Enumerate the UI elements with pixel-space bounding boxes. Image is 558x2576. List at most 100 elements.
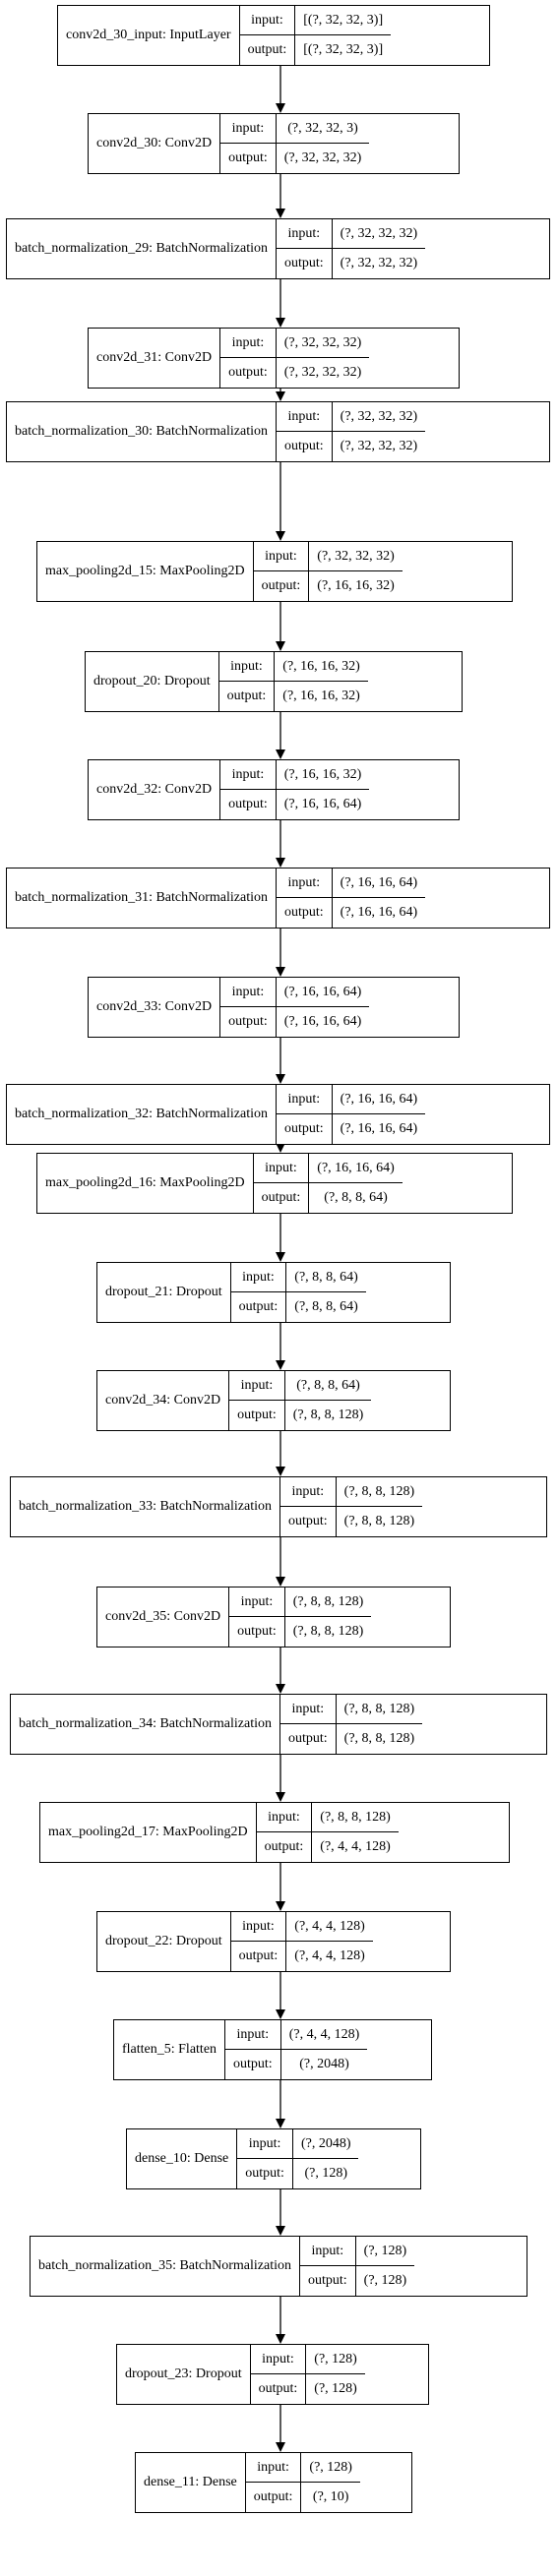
input-shape: [(?, 32, 32, 3)] [295,6,392,35]
arrowhead [276,2009,285,2019]
output-shape: (?, 10) [312,2489,349,2504]
output-shape: [(?, 32, 32, 3)] [303,42,384,57]
output-key: output: [251,2374,307,2404]
shape-table: input:(?, 8, 8, 64)output:(?, 8, 8, 128) [229,1371,372,1430]
output-shape: (?, 128) [314,2381,357,2396]
input-shape: (?, 8, 8, 128) [336,1695,423,1724]
output-key: output: [277,898,333,928]
input-shape: (?, 32, 32, 32) [309,542,403,571]
shape-table: input:(?, 8, 8, 128)output:(?, 4, 4, 128… [256,1803,399,1862]
shape-table: input:(?, 32, 32, 32)output:(?, 32, 32, … [276,402,426,461]
input-key: input: [253,542,310,571]
layer-name: dense_11: Dense [136,2453,246,2512]
input-key: input: [225,2020,281,2050]
shape-table: input:(?, 32, 32, 32)output:(?, 16, 16, … [253,542,403,601]
shape-table: input:(?, 2048)output:(?, 128) [237,2129,359,2188]
layer-name: conv2d_30_input: InputLayer [58,6,240,65]
output-shape: (?, 32, 32, 32) [340,439,418,453]
layer-name: batch_normalization_32: BatchNormalizati… [7,1085,277,1144]
layer-name: flatten_5: Flatten [114,2020,226,2079]
input-key: input: [276,1085,333,1114]
layer-name: conv2d_32: Conv2D [89,760,221,819]
input-key: input: [276,402,333,432]
arrowhead [276,1074,285,1084]
input-shape: (?, 16, 16, 32) [275,652,368,682]
output-shape: (?, 128) [304,2166,347,2181]
shape-table: input:(?, 32, 32, 3)output:(?, 32, 32, 3… [220,114,370,173]
shape-table: input:(?, 8, 8, 128)output:(?, 8, 8, 128… [229,1588,372,1647]
shape-table: input:(?, 16, 16, 32)output:(?, 16, 16, … [218,652,368,711]
layer-name: dense_10: Dense [127,2129,238,2188]
input-shape: (?, 128) [355,2237,415,2266]
arrowhead [276,2334,285,2344]
input-key: input: [245,2453,302,2483]
input-key: input: [279,1477,337,1507]
output-key: output: [240,35,296,65]
shape-table: input:[(?, 32, 32, 3)]output:[(?, 32, 32… [239,6,392,65]
output-shape: (?, 8, 8, 128) [343,1731,415,1746]
shape-table: input:(?, 8, 8, 64)output:(?, 8, 8, 64) [230,1263,366,1322]
output-key: output: [277,432,333,461]
layer-name: conv2d_35: Conv2D [97,1588,230,1647]
input-key: input: [229,1371,285,1401]
output-key: output: [220,1007,277,1037]
arrowhead [276,1143,285,1153]
input-shape: (?, 32, 32, 32) [332,219,426,249]
shape-table: input:(?, 128)output:(?, 128) [250,2345,365,2404]
shape-table: input:(?, 8, 8, 128)output:(?, 8, 8, 128… [279,1695,423,1754]
layer-name: conv2d_33: Conv2D [89,978,221,1037]
layer-name: conv2d_34: Conv2D [97,1371,230,1430]
input-key: input: [218,652,276,682]
output-key: output: [231,1292,287,1322]
arrowhead [276,318,285,328]
input-shape: (?, 32, 32, 32) [332,402,426,432]
arrowhead [276,2226,285,2236]
input-shape: (?, 16, 16, 64) [332,869,426,898]
output-key: output: [277,1114,333,1144]
shape-table: input:(?, 4, 4, 128)output:(?, 4, 4, 128… [230,1912,373,1971]
output-key: output: [220,144,277,173]
layer-name: conv2d_30: Conv2D [89,114,221,173]
input-key: input: [230,1263,287,1292]
input-shape: (?, 16, 16, 32) [276,760,370,790]
layer-name: batch_normalization_30: BatchNormalizati… [7,402,277,461]
output-shape: (?, 16, 16, 64) [283,797,362,811]
arrowhead [276,1467,285,1476]
shape-table: input:(?, 16, 16, 64)output:(?, 16, 16, … [220,978,370,1037]
input-shape: (?, 8, 8, 128) [284,1588,372,1617]
layer-name: batch_normalization_35: BatchNormalizati… [31,2237,300,2296]
layer-name: batch_normalization_34: BatchNormalizati… [11,1695,280,1754]
arrowhead [276,1252,285,1262]
input-shape: (?, 8, 8, 64) [286,1263,366,1292]
output-key: output: [220,358,277,388]
input-key: input: [237,2129,293,2159]
shape-table: input:(?, 32, 32, 32)output:(?, 32, 32, … [276,219,426,278]
input-shape: (?, 4, 4, 128) [280,2020,368,2050]
input-key: input: [220,114,277,144]
output-key: output: [254,571,310,601]
output-key: output: [229,1617,285,1647]
input-key: input: [279,1695,337,1724]
shape-table: input:(?, 32, 32, 32)output:(?, 32, 32, … [220,329,370,388]
input-key: input: [250,2345,307,2374]
layer-node: batch_normalization_30: BatchNormalizati… [6,401,550,462]
input-key: input: [230,1912,287,1942]
arrowhead [276,103,285,113]
output-key: output: [280,1724,337,1754]
input-key: input: [220,760,277,790]
layer-name: dropout_21: Dropout [97,1263,231,1322]
input-shape: (?, 8, 8, 64) [284,1371,372,1401]
layer-name: batch_normalization_29: BatchNormalizati… [7,219,277,278]
arrowhead [276,391,285,401]
output-key: output: [246,2483,302,2512]
output-key: output: [237,2159,293,2188]
input-shape: (?, 32, 32, 3) [276,114,370,144]
